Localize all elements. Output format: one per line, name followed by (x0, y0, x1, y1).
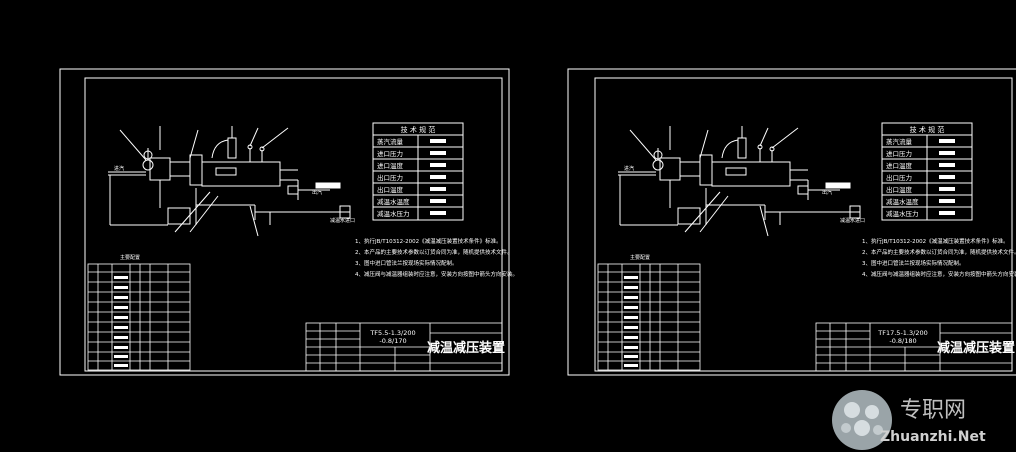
param-label: 出口压力 (886, 173, 912, 182)
steam-outlet-label: 出汽 (822, 189, 832, 196)
watermark-cn-text: 专职网 (900, 398, 966, 423)
params-table: 技 术 规 范 蒸汽流量 进口压力 进口温度 出口压力 出口温度 减温水温度 减… (881, 122, 973, 221)
param-label: 减温水温度 (377, 197, 410, 206)
param-label: 减温水压力 (377, 209, 410, 218)
steam-outlet-label: 出汽 (312, 189, 322, 196)
parts-list-title: 主要配置 (630, 254, 650, 261)
drawing-sheet-1: 进汽 减温水进口 出汽 技 术 规 范 蒸汽流量 进口压力 进口温度 出口压力 … (59, 68, 518, 376)
parts-list (597, 263, 701, 371)
note-line: 2、本产品的主要技术参数以订货合同为准，随机提供技术文件。 (862, 248, 1016, 256)
param-label: 减温水压力 (886, 209, 919, 218)
water-inlet-label: 减温水进口 (330, 217, 355, 224)
steam-inlet-label: 进汽 (624, 165, 634, 172)
model-number-line2: -0.8/180 (889, 337, 916, 345)
piping-diagram (618, 126, 861, 237)
param-label: 出口温度 (377, 185, 404, 194)
note-line: 4、减压阀与减温器组装时应注意，安装方向按图中箭头方向安装。 (355, 270, 518, 278)
watermark: 专职网 Zhuanzhi.Net (832, 390, 986, 450)
watermark-en-text: Zhuanzhi.Net (880, 429, 986, 445)
sheet-border (567, 68, 1016, 376)
param-label: 蒸汽流量 (886, 137, 913, 146)
param-label: 进口压力 (377, 149, 403, 158)
param-label: 蒸汽流量 (377, 137, 404, 146)
title-block (815, 322, 1013, 372)
piping-diagram (108, 126, 351, 237)
model-number-line1: TF5.5-1.3/200 (369, 329, 415, 337)
note-line: 2、本产品的主要技术参数以订货合同为准，随机提供技术文件。 (355, 248, 513, 256)
sheet-inner-frame (594, 77, 1013, 372)
model-number-line2: -0.8/170 (379, 337, 406, 345)
title-block (305, 322, 503, 372)
parts-list-title: 主要配置 (120, 254, 140, 261)
sheet-border (59, 68, 510, 376)
params-table-title: 技 术 规 范 (401, 125, 436, 134)
drawing-title: 减温减压装置 (937, 340, 1015, 356)
param-label: 减温水温度 (886, 197, 919, 206)
note-line: 3、图中进口管法兰按现场实际情况配制。 (862, 259, 965, 267)
water-inlet-label: 减温水进口 (840, 217, 865, 224)
note-line: 1、执行JB/T10312-2002《减温减压装置技术条件》标准。 (862, 237, 1009, 245)
param-label: 出口压力 (377, 173, 403, 182)
parts-list (87, 263, 191, 371)
params-table-title: 技 术 规 范 (910, 125, 945, 134)
param-label: 出口温度 (886, 185, 913, 194)
note-line: 1、执行JB/T10312-2002《减温减压装置技术条件》标准。 (355, 237, 502, 245)
params-table: 技 术 规 范 蒸汽流量 进口压力 进口温度 出口压力 出口温度 减温水温度 减… (372, 122, 464, 221)
technical-notes: 1、执行JB/T10312-2002《减温减压装置技术条件》标准。 2、本产品的… (862, 237, 1016, 278)
param-label: 进口温度 (886, 161, 913, 170)
param-label: 进口压力 (886, 149, 912, 158)
technical-notes: 1、执行JB/T10312-2002《减温减压装置技术条件》标准。 2、本产品的… (355, 237, 518, 278)
note-line: 4、减压阀与减温器组装时应注意，安装方向按图中箭头方向安装。 (862, 270, 1016, 278)
model-number-line1: TF17.5-1.3/200 (877, 329, 927, 337)
drawing-sheet-2: 进汽 减温水进口 出汽 技 术 规 范 蒸汽流量 进口压力 进口温度 出口压力 … (567, 68, 1016, 376)
drawing-title: 减温减压装置 (427, 340, 505, 356)
param-label: 进口温度 (377, 161, 404, 170)
steam-inlet-label: 进汽 (114, 165, 124, 172)
sheet-inner-frame (84, 77, 503, 372)
note-line: 3、图中进口管法兰按现场实际情况配制。 (355, 259, 458, 267)
